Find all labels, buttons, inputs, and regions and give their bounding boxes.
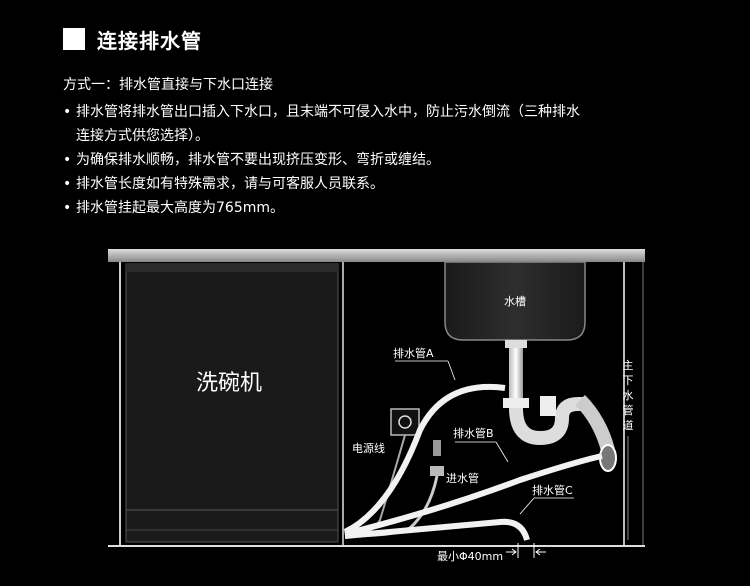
sink-drain-trap	[503, 340, 617, 472]
bullet-text: 排水管长度如有特殊需求，请与可客服人员联系。	[76, 176, 384, 192]
hose-b-leader	[495, 441, 509, 463]
section-title: 连接排水管	[97, 28, 202, 53]
main-drain-char: 主	[623, 359, 634, 372]
hose-c-leader	[519, 497, 535, 515]
sink-basin: 水槽	[444, 261, 586, 341]
main-drain-char: 管	[623, 403, 634, 417]
sink-label: 水槽	[504, 295, 526, 308]
bullet-text: 排水管将排水管出口插入下水口，且末端不可侵入水中，防止污水倒流（三种排水	[76, 104, 580, 120]
main-drain-char: 道	[623, 418, 634, 432]
method-intro: 方式一：排水管直接与下水口连接	[63, 77, 273, 93]
list-item: 为确保排水顺畅，排水管不要出现挤压变形、弯折或缠结。	[63, 148, 703, 172]
min-diameter-marker	[506, 543, 546, 558]
list-item: 排水管将排水管出口插入下水口，且末端不可侵入水中，防止污水倒流（三种排水 连接方…	[63, 100, 703, 148]
bullet-text: 为确保排水顺畅，排水管不要出现挤压变形、弯折或缠结。	[76, 152, 440, 168]
hose-a-label: 排水管A	[393, 346, 434, 360]
drain-hose-c	[344, 518, 530, 541]
bullet-text-continued: 连接方式供您选择）。	[76, 128, 209, 144]
hose-b-label: 排水管B	[453, 426, 494, 440]
main-drain-char: 下	[623, 374, 634, 387]
section-header: 连接排水管	[63, 26, 202, 53]
bullet-text: 排水管挂起最大高度为765mm。	[76, 200, 284, 216]
power-outlet	[390, 408, 420, 436]
drain-hose-a	[343, 384, 506, 535]
header-square-icon	[63, 28, 85, 50]
list-item: 排水管长度如有特殊需求，请与可客服人员联系。	[63, 172, 703, 196]
countertop	[108, 249, 645, 262]
inlet-hose-label: 进水管	[446, 471, 479, 485]
dishwasher-label: 洗碗机	[196, 371, 262, 396]
list-item: 排水管挂起最大高度为765mm。	[63, 196, 703, 220]
instruction-list: 排水管将排水管出口插入下水口，且末端不可侵入水中，防止污水倒流（三种排水 连接方…	[63, 100, 703, 220]
hose-c-label: 排水管C	[532, 483, 573, 497]
dishwasher: 洗碗机	[125, 263, 339, 543]
drain-hose-b	[344, 453, 603, 537]
hose-a-leader	[447, 360, 456, 381]
power-cord-label: 电源线	[352, 441, 385, 455]
main-drain-char: 水	[623, 389, 634, 402]
inlet-valve	[430, 440, 444, 476]
min-diameter-label: 最小Φ40mm	[437, 550, 503, 563]
